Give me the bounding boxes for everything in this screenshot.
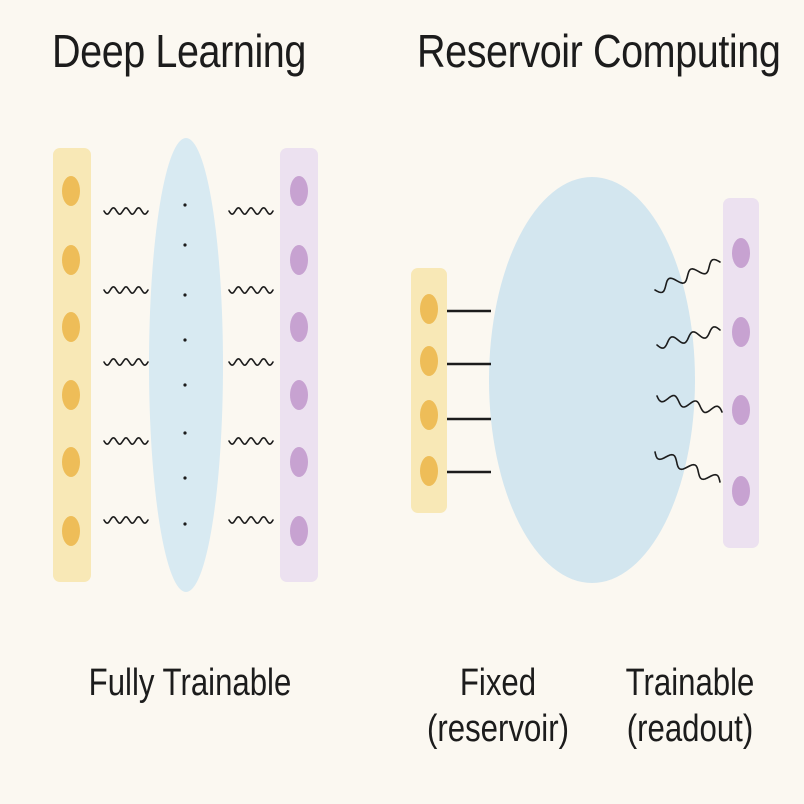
- deep-learning-network: [53, 138, 318, 592]
- reservoir-computing-title: Reservoir Computing: [417, 25, 781, 77]
- trainable-connection-wave: [103, 206, 149, 216]
- dl-hidden-node: [183, 243, 187, 247]
- rc-input-node: [420, 294, 438, 324]
- trainable-connection-wave: [656, 394, 723, 414]
- rc-input-node: [420, 400, 438, 430]
- dl-hidden-node: [183, 338, 187, 342]
- dl-hidden-node: [183, 383, 187, 387]
- deep-learning-caption: Fully Trainable: [67, 660, 313, 706]
- rc-output-layer: [723, 198, 759, 548]
- caption-line: Fully Trainable: [88, 662, 292, 704]
- dl-hidden-node: [183, 476, 187, 480]
- trainable-connection-wave: [228, 357, 274, 367]
- dl-input-node: [62, 447, 80, 477]
- trainable-connection-wave: [103, 285, 149, 295]
- dl-output-node: [290, 176, 308, 206]
- dl-output-node: [290, 516, 308, 546]
- dl-output-node: [290, 380, 308, 410]
- rc-output-node: [732, 395, 750, 425]
- dl-input-node: [62, 516, 80, 546]
- readout-caption: Trainable (readout): [608, 660, 772, 752]
- reservoir-caption: Fixed (reservoir): [416, 660, 580, 752]
- trainable-connection-wave: [656, 326, 721, 349]
- dl-hidden-node: [183, 522, 187, 526]
- dl-input-node: [62, 176, 80, 206]
- dl-trainable-connections: [103, 206, 274, 525]
- rc-input-node: [420, 346, 438, 376]
- deep-learning-title: Deep Learning: [52, 25, 306, 77]
- dl-hidden-node: [183, 431, 187, 435]
- trainable-connection-wave: [228, 206, 274, 216]
- trainable-connection-wave: [103, 436, 149, 446]
- dl-output-node: [290, 245, 308, 275]
- trainable-connection-wave: [654, 258, 721, 294]
- caption-line: (readout): [626, 708, 754, 750]
- trainable-connection-wave: [228, 515, 274, 525]
- rc-output-node: [732, 317, 750, 347]
- caption-line: (reservoir): [427, 708, 569, 750]
- trainable-connection-wave: [228, 436, 274, 446]
- rc-output-node: [732, 238, 750, 268]
- dl-output-node: [290, 312, 308, 342]
- dl-input-node: [62, 380, 80, 410]
- dl-output-node: [290, 447, 308, 477]
- reservoir-network: [411, 177, 759, 583]
- caption-line: Trainable: [625, 662, 755, 704]
- dl-input-node: [62, 312, 80, 342]
- trainable-connection-wave: [103, 515, 149, 525]
- dl-hidden-node: [183, 203, 187, 207]
- rc-input-layer: [411, 268, 447, 513]
- rc-output-node: [732, 476, 750, 506]
- trainable-connection-wave: [103, 357, 149, 367]
- caption-line: Fixed: [459, 662, 537, 704]
- rc-trainable-connections: [654, 258, 723, 483]
- trainable-connection-wave: [228, 285, 274, 295]
- dl-hidden-layer: [149, 138, 223, 592]
- dl-output-layer: [280, 148, 318, 582]
- rc-input-node: [420, 456, 438, 486]
- dl-hidden-node: [183, 293, 187, 297]
- dl-input-node: [62, 245, 80, 275]
- reservoir: [489, 177, 695, 583]
- trainable-connection-wave: [654, 451, 721, 483]
